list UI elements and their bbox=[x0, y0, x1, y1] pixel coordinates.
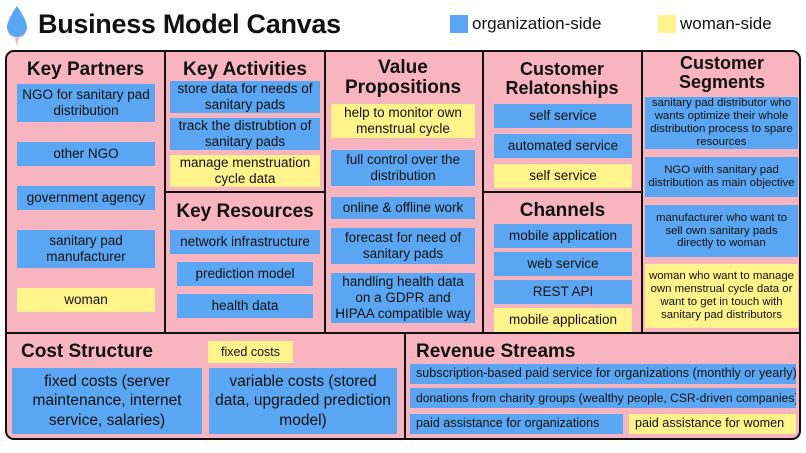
divider bbox=[484, 191, 641, 193]
revenue-streams-item: paid assistance for women bbox=[629, 414, 796, 434]
key-resources-item: prediction model bbox=[177, 262, 313, 286]
channels-item: REST API bbox=[494, 280, 632, 304]
customer-relationships-item: automated service bbox=[494, 134, 632, 158]
revenue-streams-item: paid assistance for organizations bbox=[410, 414, 623, 434]
key-activities-item: manage menstruation cycle data bbox=[170, 155, 320, 187]
divider bbox=[7, 332, 799, 334]
legend-label-woman: woman-side bbox=[680, 14, 772, 33]
key-resources-item: network infrastructure bbox=[170, 230, 320, 254]
divider bbox=[324, 52, 326, 332]
divider bbox=[482, 52, 484, 332]
divider bbox=[166, 191, 324, 193]
key-partners-item: sanitary pad manufacturer bbox=[17, 230, 155, 268]
customer-segments-item: manufacturer who want to sell own sanita… bbox=[645, 205, 798, 257]
key-partners-item: government agency bbox=[17, 186, 155, 210]
blood-drop-icon bbox=[7, 6, 27, 46]
cost-structure-item: variable costs (stored data, upgraded pr… bbox=[209, 368, 397, 434]
canvas-title: Business Model Canvas bbox=[38, 9, 341, 39]
value-propositions-item: handling health data on a GDPR and HIPAA… bbox=[331, 273, 475, 323]
legend-organization: organization-side bbox=[450, 14, 601, 34]
channels-item: mobile application bbox=[494, 308, 632, 332]
legend-woman: woman-side bbox=[658, 14, 772, 34]
business-model-canvas: Key Partners NGO for sanitary pad distri… bbox=[5, 50, 801, 440]
customer-relationships-item: self service bbox=[494, 104, 632, 128]
legend-label-organization: organization-side bbox=[472, 14, 602, 33]
customer-segments-item: woman who want to manage own menstrual c… bbox=[645, 264, 798, 328]
key-resources-title: Key Resources bbox=[176, 201, 314, 222]
key-partners-item: NGO for sanitary pad distribution bbox=[17, 84, 155, 122]
customer-relationships-title: Customer Relatonships bbox=[505, 59, 619, 98]
customer-segments-item: sanitary pad distributor who wants optim… bbox=[645, 97, 798, 149]
customer-relationships-item: self service bbox=[494, 164, 632, 188]
value-propositions-item: online & offline work bbox=[331, 197, 475, 219]
key-partners-item: woman bbox=[17, 288, 155, 312]
revenue-streams-item: donations from charity groups (wealthy p… bbox=[410, 388, 796, 408]
cost-structure-item: fixed costs (server maintenance, interne… bbox=[12, 368, 202, 434]
cost-structure-title: Cost Structure bbox=[21, 341, 153, 362]
divider bbox=[404, 332, 406, 438]
revenue-streams-title: Revenue Streams bbox=[416, 341, 576, 362]
key-partners-item: other NGO bbox=[17, 142, 155, 166]
cost-structure-badge: fixed costs bbox=[208, 341, 293, 363]
divider bbox=[164, 52, 166, 332]
key-resources-item: health data bbox=[177, 294, 313, 318]
value-propositions-item: help to monitor own menstrual cycle bbox=[331, 104, 475, 138]
customer-segments-title: Customer Segments bbox=[678, 53, 766, 92]
channels-item: web service bbox=[494, 252, 632, 276]
key-activities-item: store data for needs of sanitary pads bbox=[170, 81, 320, 113]
legend-swatch-woman bbox=[658, 15, 676, 33]
key-activities-title: Key Activities bbox=[183, 59, 307, 80]
channels-title: Channels bbox=[519, 200, 606, 221]
revenue-streams-item: subscription-based paid service for orga… bbox=[410, 364, 796, 384]
channels-item: mobile application bbox=[494, 224, 632, 248]
key-activities-item: track the distrubtion of sanitary pads bbox=[170, 118, 320, 150]
value-propositions-item: forecast for need of sanitary pads bbox=[331, 228, 475, 264]
divider bbox=[641, 52, 643, 332]
customer-segments-item: NGO with sanitary pad distribution as ma… bbox=[645, 157, 798, 197]
value-propositions-item: full control over the distribution bbox=[331, 150, 475, 186]
value-propositions-title: Value Propositions bbox=[344, 57, 462, 98]
key-partners-title: Key Partners bbox=[26, 59, 145, 80]
legend-swatch-organization bbox=[450, 15, 468, 33]
